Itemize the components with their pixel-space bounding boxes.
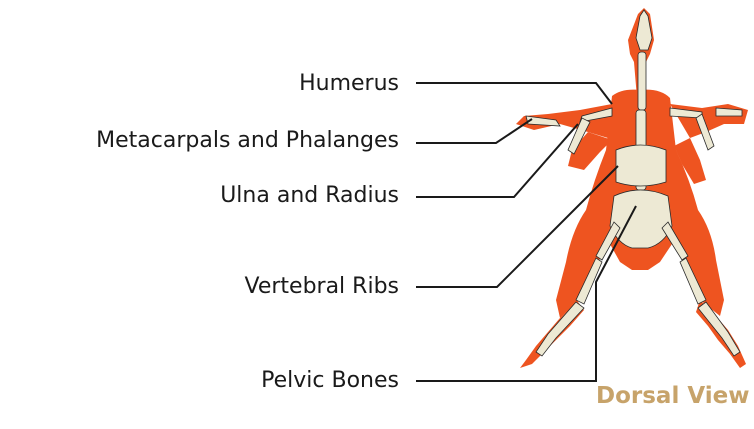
label-pelvic-bones: Pelvic Bones: [261, 370, 399, 392]
label-humerus: Humerus: [299, 73, 399, 95]
label-metacarpals-phalanges: Metacarpals and Phalanges: [96, 130, 399, 152]
leader-ulna-radius: [416, 124, 578, 197]
leader-humerus: [416, 83, 612, 104]
label-vertebral-ribs: Vertebral Ribs: [244, 276, 399, 298]
view-caption: Dorsal View: [596, 385, 749, 408]
leader-metacarpals: [416, 119, 532, 143]
label-ulna-radius: Ulna and Radius: [220, 185, 399, 207]
